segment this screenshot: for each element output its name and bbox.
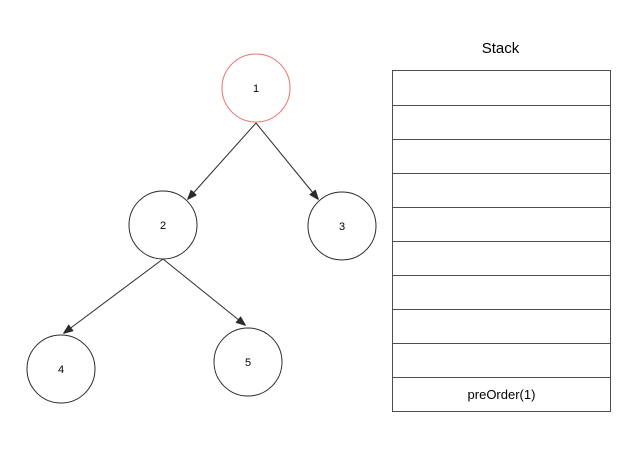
node-label-1: 1 bbox=[253, 83, 259, 95]
tree-node-2: 2 bbox=[128, 190, 198, 260]
stack-row-3 bbox=[393, 139, 610, 173]
tree-edge-1-3 bbox=[255, 122, 318, 199]
stack-row-10: preOrder(1) bbox=[393, 377, 610, 411]
node-label-5: 5 bbox=[245, 357, 251, 369]
stack-title: Stack bbox=[481, 40, 520, 57]
node-label-4: 4 bbox=[58, 364, 64, 376]
tree-edge-2-5 bbox=[162, 258, 245, 325]
node-circle-4 bbox=[26, 334, 96, 404]
node-label-3: 3 bbox=[339, 221, 345, 233]
stack-row-4 bbox=[393, 173, 610, 207]
tree-node-3: 3 bbox=[307, 191, 377, 261]
tree-edge-2-4 bbox=[64, 258, 164, 333]
stack-row-2 bbox=[393, 105, 610, 139]
tree-edge-1-2 bbox=[188, 122, 257, 199]
stack-row-9 bbox=[393, 343, 610, 377]
stack-row-8 bbox=[393, 309, 610, 343]
tree-node-4: 4 bbox=[26, 334, 96, 404]
node-circle-3 bbox=[307, 191, 377, 261]
node-circle-5 bbox=[213, 327, 283, 397]
stack-table: preOrder(1) bbox=[392, 70, 611, 412]
stack-row-7 bbox=[393, 275, 610, 309]
node-circle-1 bbox=[221, 53, 291, 123]
stack-row-5 bbox=[393, 207, 610, 241]
node-circle-2 bbox=[128, 190, 198, 260]
node-label-2: 2 bbox=[160, 220, 166, 232]
tree-node-1: 1 bbox=[221, 53, 291, 123]
tree-node-5: 5 bbox=[213, 327, 283, 397]
stack-row-6 bbox=[393, 241, 610, 275]
stack-row-1 bbox=[393, 71, 610, 105]
